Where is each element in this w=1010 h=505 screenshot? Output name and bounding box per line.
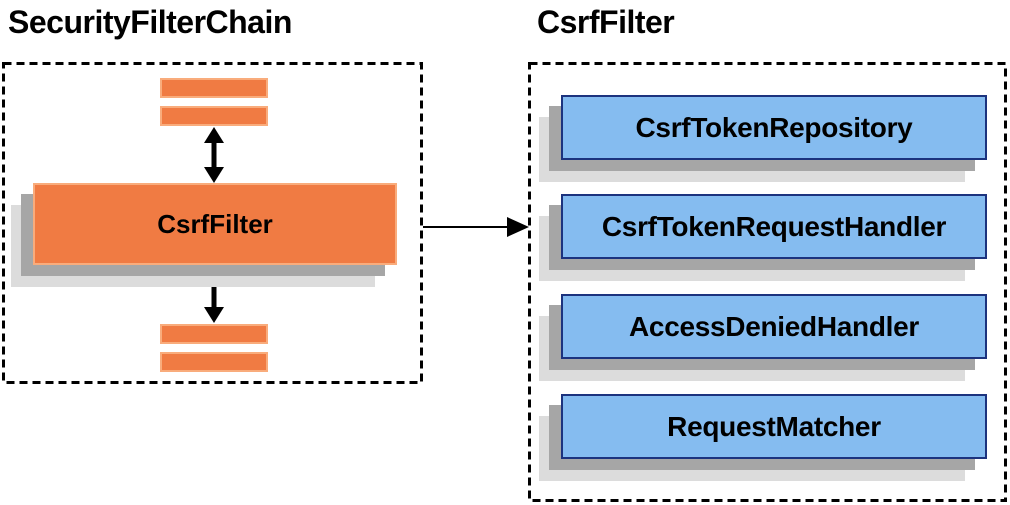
flow-arrow-icon	[423, 217, 529, 237]
bidirectional-arrow-top-icon	[204, 127, 224, 183]
component-box-request-matcher: RequestMatcher	[561, 394, 987, 459]
filter-chain-bar	[160, 106, 268, 126]
filter-chain-bar	[160, 352, 268, 372]
component-box-csrf-token-request-handler: CsrfTokenRequestHandler	[561, 194, 987, 259]
csrf-filter-box: CsrfFilter	[33, 183, 397, 265]
filter-chain-bar	[160, 78, 268, 98]
security-filter-chain-dashed-border	[2, 62, 423, 384]
component-box-csrf-token-repository: CsrfTokenRepository	[561, 95, 987, 160]
component-label: AccessDeniedHandler	[629, 310, 919, 342]
security-filter-chain-title: SecurityFilterChain	[8, 4, 292, 40]
csrf-filter-panel-title: CsrfFilter	[537, 4, 675, 40]
component-label: RequestMatcher	[667, 410, 881, 442]
bidirectional-arrow-bottom-icon	[204, 267, 224, 323]
component-box-access-denied-handler: AccessDeniedHandler	[561, 294, 987, 359]
csrf-filter-box-label: CsrfFilter	[157, 208, 273, 239]
csrf-filter-dashed-border	[528, 62, 1007, 502]
filter-chain-bar	[160, 324, 268, 344]
component-label: CsrfTokenRequestHandler	[601, 210, 947, 242]
component-label: CsrfTokenRepository	[635, 111, 913, 143]
